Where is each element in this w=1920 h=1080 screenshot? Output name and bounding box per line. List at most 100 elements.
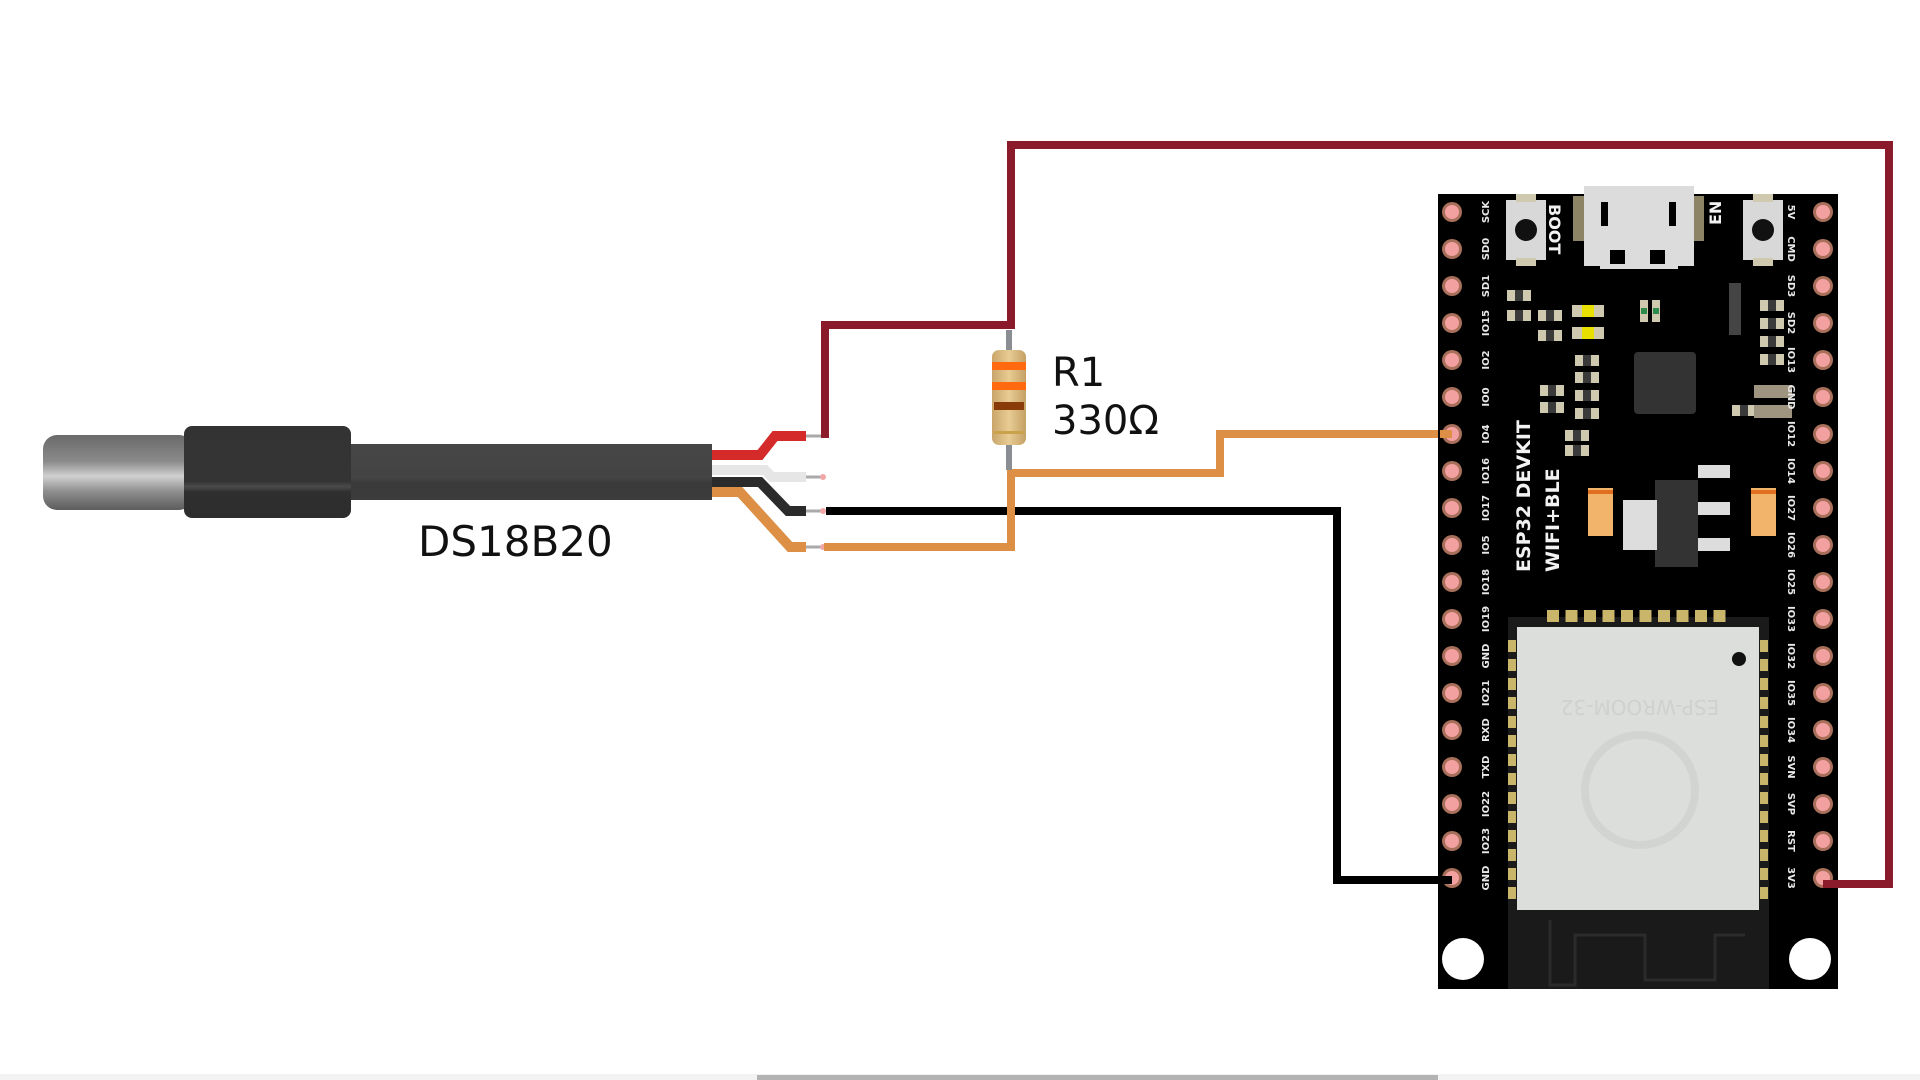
module-pad bbox=[1760, 887, 1768, 899]
pin-hole bbox=[1816, 316, 1830, 330]
pin-io15[interactable]: IO15 bbox=[1442, 310, 1492, 336]
module-pad bbox=[1508, 697, 1516, 709]
pin-io22[interactable]: IO22 bbox=[1442, 791, 1492, 817]
pin-io21[interactable]: IO21 bbox=[1442, 680, 1492, 706]
pin-sck[interactable]: SCK bbox=[1442, 200, 1492, 224]
pin-label: IO2 bbox=[1481, 350, 1492, 369]
pin-label: IO4 bbox=[1481, 424, 1492, 443]
pin-label: IO23 bbox=[1481, 828, 1492, 854]
pin-svn[interactable]: SVN bbox=[1785, 755, 1833, 779]
pin-label: 3V3 bbox=[1785, 867, 1796, 889]
pin-io19[interactable]: IO19 bbox=[1442, 606, 1492, 632]
pin-rst[interactable]: RST bbox=[1785, 830, 1833, 852]
pin-io32[interactable]: IO32 bbox=[1785, 643, 1833, 669]
module-pad bbox=[1676, 610, 1689, 622]
smd-part-body bbox=[1583, 390, 1591, 401]
pin-io14[interactable]: IO14 bbox=[1785, 458, 1833, 484]
pin-hole bbox=[1445, 390, 1459, 404]
pin-label: IO27 bbox=[1785, 495, 1796, 521]
mounting-hole bbox=[1789, 938, 1831, 980]
pin-sd0[interactable]: SD0 bbox=[1442, 238, 1492, 261]
lead-orange bbox=[712, 487, 806, 552]
module-pad bbox=[1508, 678, 1516, 690]
pin-sd3[interactable]: SD3 bbox=[1785, 275, 1833, 298]
pin-io35[interactable]: IO35 bbox=[1785, 680, 1833, 706]
capacitor bbox=[1751, 488, 1776, 536]
pin-io18[interactable]: IO18 bbox=[1442, 569, 1492, 595]
pin-label: GND bbox=[1481, 644, 1492, 669]
mounting-hole bbox=[1442, 938, 1484, 980]
pin-hole bbox=[1445, 242, 1459, 256]
lead-white bbox=[712, 465, 806, 482]
esp32-devkit-board[interactable]: BOOT EN bbox=[1438, 186, 1838, 989]
pin-hole bbox=[1445, 797, 1459, 811]
pin-io13[interactable]: IO13 bbox=[1785, 347, 1833, 373]
smd-diode bbox=[1729, 283, 1741, 335]
pin-txd[interactable]: TXD bbox=[1442, 756, 1492, 779]
capacitor bbox=[1751, 490, 1776, 494]
pin-gnd[interactable]: GND bbox=[1785, 385, 1833, 410]
pin-label: GND bbox=[1785, 385, 1796, 410]
smd-part-body bbox=[1573, 430, 1581, 441]
resistor-designator: R1 bbox=[1052, 350, 1105, 396]
pin-io12[interactable]: IO12 bbox=[1785, 421, 1833, 447]
wire-gnd-black[interactable] bbox=[826, 507, 1452, 884]
smd-part-body bbox=[1573, 445, 1581, 456]
pin-io5[interactable]: IO5 bbox=[1442, 535, 1492, 555]
pin-hole bbox=[1445, 575, 1459, 589]
resistor-r1[interactable] bbox=[992, 330, 1026, 470]
pin-io25[interactable]: IO25 bbox=[1785, 569, 1833, 595]
smd-part-body bbox=[1768, 300, 1776, 311]
module-pad bbox=[1602, 610, 1615, 622]
module-pad bbox=[1760, 640, 1768, 652]
smd-part-body bbox=[1768, 318, 1776, 329]
pin-io26[interactable]: IO26 bbox=[1785, 532, 1833, 558]
en-button[interactable] bbox=[1743, 194, 1783, 266]
pin-gnd[interactable]: GND bbox=[1442, 644, 1492, 669]
pin-5v[interactable]: 5V bbox=[1785, 202, 1833, 222]
left-pin-header: SCK SD0SD1IO15IO2IO0IO4IO16IO17IO5IO18IO1… bbox=[1442, 200, 1492, 890]
boot-button[interactable] bbox=[1506, 194, 1546, 266]
ds18b20-sensor[interactable] bbox=[43, 426, 712, 518]
capacitor bbox=[1588, 488, 1613, 536]
pin-label: SD3 bbox=[1785, 275, 1796, 298]
usb-port[interactable] bbox=[1573, 186, 1704, 269]
module-label: ESP-WROOM-32 bbox=[1561, 695, 1719, 719]
pin-hole bbox=[1445, 316, 1459, 330]
wire-vcc-red[interactable] bbox=[821, 141, 1893, 888]
pin-io33[interactable]: IO33 bbox=[1785, 606, 1833, 632]
wire-data-orange[interactable] bbox=[824, 430, 1452, 551]
pin-io16[interactable]: IO16 bbox=[1442, 458, 1492, 484]
module-pad bbox=[1695, 610, 1707, 622]
pin-rxd[interactable]: RXD bbox=[1442, 718, 1492, 742]
module-pad bbox=[1584, 610, 1596, 622]
pin-sd1[interactable]: SD1 bbox=[1442, 275, 1492, 298]
antenna-trace bbox=[1548, 920, 1745, 987]
pin-io0[interactable]: IO0 bbox=[1442, 387, 1492, 407]
pin-io23[interactable]: IO23 bbox=[1442, 828, 1492, 854]
resistor-band bbox=[994, 402, 1024, 410]
board-name: ESP32 DEVKIT bbox=[1513, 420, 1535, 572]
pin-svp[interactable]: SVP bbox=[1785, 793, 1833, 815]
pin-hole bbox=[1816, 427, 1830, 441]
module-pad bbox=[1508, 640, 1516, 652]
pin-hole bbox=[1816, 834, 1830, 848]
module-pad bbox=[1508, 716, 1516, 728]
pin-cmd[interactable]: CMD bbox=[1785, 236, 1833, 262]
pin-label: IO5 bbox=[1481, 535, 1492, 554]
smd-part-body bbox=[1583, 355, 1591, 366]
pin-label: 5V bbox=[1785, 205, 1796, 220]
horizontal-scrollbar[interactable] bbox=[0, 1074, 1920, 1080]
pin-io27[interactable]: IO27 bbox=[1785, 495, 1833, 521]
pin-sd2[interactable]: SD2 bbox=[1785, 312, 1833, 335]
pin-label: IO18 bbox=[1481, 569, 1492, 595]
pin-io17[interactable]: IO17 bbox=[1442, 495, 1492, 521]
pin-label: IO17 bbox=[1481, 495, 1492, 521]
pin-label: IO14 bbox=[1785, 458, 1796, 484]
pin-io34[interactable]: IO34 bbox=[1785, 717, 1833, 743]
pin-io2[interactable]: IO2 bbox=[1442, 350, 1492, 370]
smd-part-body bbox=[1515, 310, 1523, 321]
pin-hole bbox=[1816, 538, 1830, 552]
scrollbar-thumb[interactable] bbox=[757, 1075, 1438, 1080]
